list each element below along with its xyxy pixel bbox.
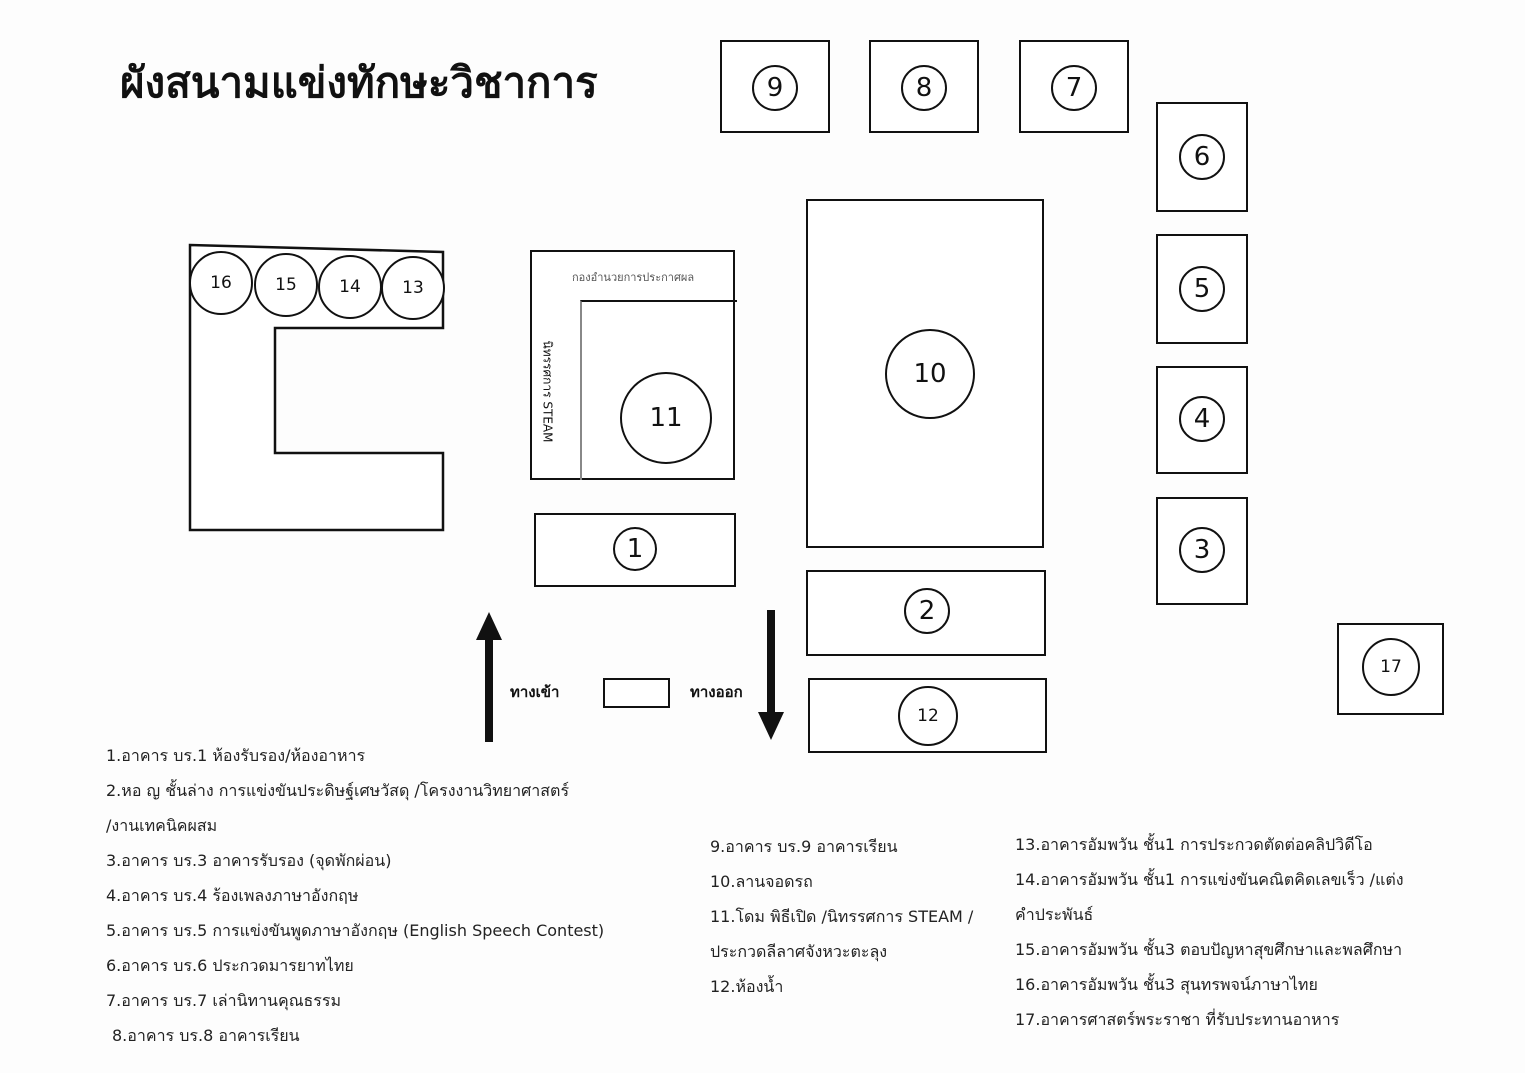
dome-11: กองอำนวยการประกาศผล นิทรรศการ STEAM 11 <box>530 250 737 480</box>
dome-11-marker: 11 <box>620 372 712 464</box>
building-2: 2 <box>806 570 1046 656</box>
building-9-marker: 9 <box>752 65 798 111</box>
building-7-marker: 7 <box>1051 65 1097 111</box>
building-1-marker: 1 <box>613 527 657 571</box>
legend-item: 6.อาคาร บร.6 ประกวดมารยาทไทย <box>106 956 354 975</box>
legend-column-3: 13.อาคารอัมพวัน ชั้น1 การประกวดตัดต่อคลิ… <box>1015 827 1404 1037</box>
building-5: 5 <box>1156 234 1248 344</box>
restroom-12: 12 <box>808 678 1047 753</box>
building-9: 9 <box>720 40 830 133</box>
building-3-marker: 3 <box>1179 527 1225 573</box>
building-13-marker: 13 <box>381 256 445 320</box>
building-4-marker: 4 <box>1179 396 1225 442</box>
legend-item: 10.ลานจอดรถ <box>710 872 813 891</box>
building-3: 3 <box>1156 497 1248 605</box>
building-1: 1 <box>534 513 736 587</box>
parking-lot-10: 10 <box>806 199 1044 548</box>
building-17-marker: 17 <box>1362 638 1420 696</box>
building-4: 4 <box>1156 366 1248 474</box>
building-2-marker: 2 <box>904 588 950 634</box>
building-8: 8 <box>869 40 979 133</box>
legend-item: 3.อาคาร บร.3 อาคารรับรอง (จุดพักผ่อน) <box>106 851 392 870</box>
legend-item: 12.ห้องน้ำ <box>710 977 784 996</box>
parking-lot-10-marker: 10 <box>885 329 975 419</box>
legend-item: 5.อาคาร บร.5 การแข่งขันพูดภาษาอังกฤษ (En… <box>106 921 605 940</box>
exhibition-area <box>580 300 737 480</box>
legend-item: 1.อาคาร บร.1 ห้องรับรอง/ห้องอาหาร <box>106 746 366 765</box>
legend-item: /งานเทคนิคผสม <box>106 816 218 835</box>
legend-item: 17.อาคารศาสตร์พระราชา ที่รับประทานอาหาร <box>1015 1010 1340 1029</box>
legend-item: 2.หอ ญ ชั้นล่าง การแข่งขันประดิษฐ์เศษวัส… <box>106 781 570 800</box>
restroom-12-marker: 12 <box>898 686 958 746</box>
building-6-marker: 6 <box>1179 134 1225 180</box>
legend-item: 11.โดม พิธีเปิด /นิทรรศการ STEAM / <box>710 907 974 926</box>
building-7: 7 <box>1019 40 1129 133</box>
legend-item: 4.อาคาร บร.4 ร้องเพลงภาษาอังกฤษ <box>106 886 359 905</box>
legend-item: 16.อาคารอัมพวัน ชั้น3 สุนทรพจน์ภาษาไทย <box>1015 975 1318 994</box>
exit-arrow-icon <box>758 610 784 740</box>
legend-column-2: 9.อาคาร บร.9 อาคารเรียน 10.ลานจอดรถ 11.โ… <box>710 829 973 1004</box>
exit-label: ทางออก <box>690 683 743 701</box>
building-16-marker: 16 <box>189 251 253 315</box>
legend-item: ประกวดลีลาศจังหวะตะลุง <box>710 942 888 961</box>
steam-exhibition-label: นิทรรศการ STEAM <box>540 340 555 443</box>
legend-column-1: 1.อาคาร บร.1 ห้องรับรอง/ห้องอาหาร 2.หอ ญ… <box>106 738 604 1053</box>
legend-item: 8.อาคาร บร.8 อาคารเรียน <box>112 1026 300 1045</box>
legend-item: 13.อาคารอัมพวัน ชั้น1 การประกวดตัดต่อคลิ… <box>1015 835 1373 854</box>
building-8-marker: 8 <box>901 65 947 111</box>
legend-item: 7.อาคาร บร.7 เล่านิทานคุณธรรม <box>106 991 342 1010</box>
building-6: 6 <box>1156 102 1248 212</box>
gate <box>603 678 670 708</box>
legend-item: 14.อาคารอัมพวัน ชั้น1 การแข่งขันคณิตคิดเ… <box>1015 870 1404 889</box>
legend-item: คำประพันธ์ <box>1015 905 1094 924</box>
building-5-marker: 5 <box>1179 266 1225 312</box>
entrance-arrow-icon <box>476 612 502 742</box>
entrance-label: ทางเข้า <box>510 683 560 701</box>
legend-item: 15.อาคารอัมพวัน ชั้น3 ตอบปัญหาสุขศึกษาแล… <box>1015 940 1403 959</box>
building-17: 17 <box>1337 623 1444 715</box>
building-14-marker: 14 <box>318 255 382 319</box>
building-15-marker: 15 <box>254 253 318 317</box>
results-office-label: กองอำนวยการประกาศผล <box>572 271 695 284</box>
map-title: ผังสนามแข่งทักษะวิชาการ <box>120 58 598 107</box>
legend-item: 9.อาคาร บร.9 อาคารเรียน <box>710 837 898 856</box>
